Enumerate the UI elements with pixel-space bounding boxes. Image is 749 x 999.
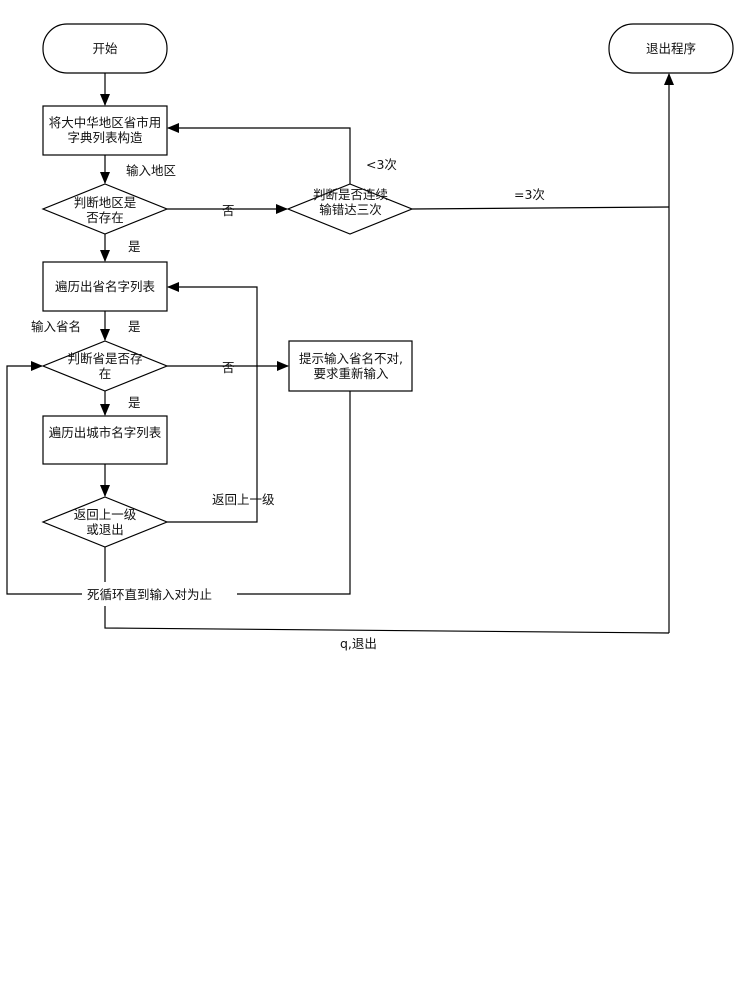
- edge-go-back: [167, 282, 258, 523]
- start-label: 开始: [92, 41, 118, 56]
- edge-label-less-than-3: <3次: [366, 157, 397, 172]
- judge-errors-diamond: [286, 183, 414, 235]
- edge-label-equals-3: =3次: [514, 187, 545, 202]
- list-cities-label: 遍历出城市名字列表: [48, 425, 162, 440]
- list-cities-box: [42, 415, 168, 465]
- back-or-exit-label: 返回上一级或退出: [73, 507, 137, 537]
- edge-label-yes-province-top: 是: [128, 319, 141, 334]
- edge-label-go-back: 返回上一级: [212, 492, 275, 507]
- edge-loop-return: [6, 361, 82, 595]
- edge-label-input-province: 输入省名: [31, 319, 82, 334]
- prompt-reenter-label: 提示输入省名不对,要求重新输入: [299, 351, 403, 381]
- edge-label-no-province: 否: [222, 360, 235, 375]
- build-dict-label: 将大中华地区省市用字典列表构造: [48, 115, 162, 145]
- edge-loop-right: [237, 391, 351, 595]
- edge-label-yes-region: 是: [128, 239, 141, 254]
- edge-label-input-region: 输入地区: [126, 163, 177, 178]
- edge-label-yes-province: 是: [128, 395, 141, 410]
- edge-label-no-region: 否: [222, 203, 235, 218]
- dead-loop-label: 死循环直到输入对为止: [87, 587, 213, 602]
- list-provinces-box: [42, 261, 168, 312]
- judge-province-label: 判断省是否存在: [67, 351, 143, 381]
- prompt-reenter-box: [288, 340, 413, 392]
- edge-q-exit: [104, 606, 670, 634]
- exit-program-label: 退出程序: [645, 41, 696, 56]
- edge-label-q-exit: q,退出: [340, 636, 377, 651]
- judge-region-label: 判断地区是否存在: [73, 195, 137, 225]
- edge-errors-equals-3: [411, 206, 670, 210]
- judge-errors-label: 判断是否连续输错达三次: [313, 187, 389, 217]
- edge-errors-less-than-3: [167, 123, 351, 184]
- list-provinces-label: 遍历出省名字列表: [54, 279, 155, 294]
